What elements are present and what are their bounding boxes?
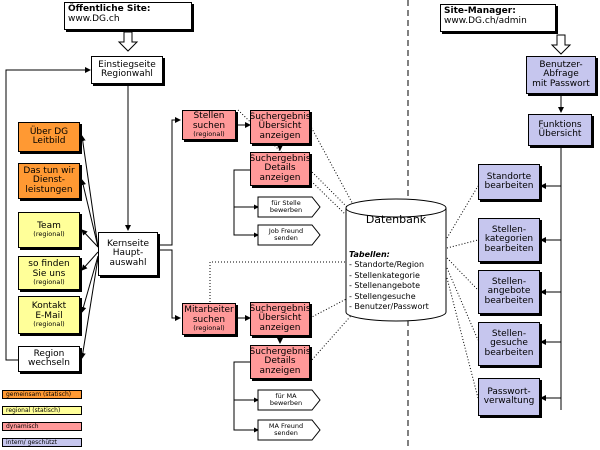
job-freund-senden-label[interactable]: Job Freund senden [268, 227, 304, 242]
kontakt-box[interactable]: Kontakt E-Mail (regional) [18, 296, 80, 334]
arrow-ma-freund [233, 400, 259, 433]
manager-site-title: Site-Manager: [444, 6, 516, 16]
benutzer-abfrage-box[interactable]: Benutzer- Abfrage mit Passwort [526, 56, 596, 94]
database-table-list: Tabellen: - Standorte/Region - Stellenka… [349, 250, 449, 312]
arrow-team [81, 229, 99, 248]
public-site-title: Öffentliche Site: [68, 4, 151, 14]
kontakt-sub: (regional) [33, 320, 65, 329]
kontakt-label: Kontakt E-Mail [31, 301, 67, 321]
legend-item-dynamisch: dynamisch [2, 422, 82, 431]
stellenangebote-box[interactable]: Stellen- angebote bearbeiten [478, 270, 540, 314]
stellen-suchen-sub: (regional) [193, 130, 225, 139]
stellen-suchen-box[interactable]: Stellen suchen (regional) [182, 110, 236, 140]
arrow-mitarbeiter [158, 249, 181, 321]
arrow-fuer-ma [233, 361, 259, 403]
arrow-ueber [79, 135, 99, 248]
database-cylinder [345, 198, 447, 322]
so-finden-label: so finden Sie uns [28, 259, 70, 279]
stellenkategorien-box[interactable]: Stellen- kategorien bearbeiten [478, 218, 540, 262]
dienstleistungen-box[interactable]: Das tun wir Dienst- leistungen [18, 163, 80, 199]
funktions-uebersicht-box[interactable]: Funktions Übersicht [528, 114, 592, 146]
stellen-suchen-label: Stellen suchen [192, 111, 226, 131]
table-item: - Standorte/Region [349, 260, 425, 270]
public-site-url[interactable]: www.DG.ch [68, 14, 120, 25]
ma-details-box[interactable]: Suchergebnis Details anzeigen [250, 345, 311, 379]
arrow-passwort [540, 395, 562, 410]
stellen-details-box[interactable]: Suchergebnis Details anzeigen [250, 152, 311, 186]
so-finden-sub: (regional) [33, 278, 65, 287]
stellen-uebersicht-box[interactable]: Suchergebnis Übersicht anzeigen [250, 110, 311, 144]
legend-item-gemeinsam: gemeinsam (statisch) [2, 390, 82, 399]
arrow-fuer-stelle [233, 169, 259, 210]
region-wechseln-box[interactable]: Region wechseln [18, 346, 80, 372]
manager-entry-arrow [550, 34, 572, 55]
so-finden-box[interactable]: so finden Sie uns (regional) [18, 256, 80, 290]
team-box[interactable]: Team (regional) [18, 212, 80, 248]
table-item: - Stellengesuche [349, 291, 416, 301]
database-heading: Tabellen: [349, 250, 390, 259]
table-item: - Stellenkategorie [349, 270, 420, 280]
mitarbeiter-suchen-label: Mitarbeiter suchen [184, 305, 234, 325]
standorte-bearbeiten-box[interactable]: Standorte bearbeiten [478, 164, 540, 200]
passwortverwaltung-box[interactable]: Passwort- verwaltung [478, 378, 540, 416]
arrow-job-freund [233, 207, 259, 238]
manager-site-url[interactable]: www.DG.ch/admin [444, 16, 527, 27]
stellengesuche-box[interactable]: Stellen- gesuche bearbeiten [478, 322, 540, 366]
action-pentagons [257, 196, 321, 441]
mitarbeiter-suchen-box[interactable]: Mitarbeiter suchen (regional) [182, 303, 236, 335]
table-item: - Stellenangebote [349, 281, 421, 291]
arrow-dastun [80, 179, 99, 248]
arrow-stellen [158, 117, 181, 246]
legend-item-regional: regional (statisch) [2, 406, 82, 415]
mitarbeiter-suchen-sub: (regional) [193, 324, 225, 333]
database-title: Datenbank [365, 213, 427, 226]
arrow-region [79, 257, 99, 359]
public-entry-arrow [117, 31, 139, 52]
ma-uebersicht-box[interactable]: Suchergebnis Übersicht anzeigen [250, 302, 311, 336]
db-links-right [446, 185, 479, 399]
table-item: - Benutzer/Passwort [349, 302, 429, 312]
arrow-kontakt [80, 255, 99, 313]
ueber-dg-box[interactable]: Über DG Leitbild [18, 122, 80, 152]
fuer-stelle-bewerben-label[interactable]: für Stelle bewerben [269, 199, 303, 214]
fuer-ma-bewerben-label[interactable]: für MA bewerben [269, 392, 303, 407]
ma-freund-senden-label[interactable]: MA Freund senden [268, 422, 304, 437]
team-sub: (regional) [33, 230, 65, 239]
arrow-sofinden [81, 251, 99, 271]
einstiegsseite-box[interactable]: Einstiegseite Regionwahl [91, 56, 163, 84]
kernseite-box[interactable]: Kernseite Haupt- auswahl [98, 232, 158, 276]
public-site-header: Öffentliche Site: www.DG.ch [64, 2, 192, 30]
team-label: Team [37, 220, 61, 231]
legend-item-intern: intern/ geschützt [2, 438, 82, 447]
manager-site-header: Site-Manager: www.DG.ch/admin [440, 4, 556, 32]
